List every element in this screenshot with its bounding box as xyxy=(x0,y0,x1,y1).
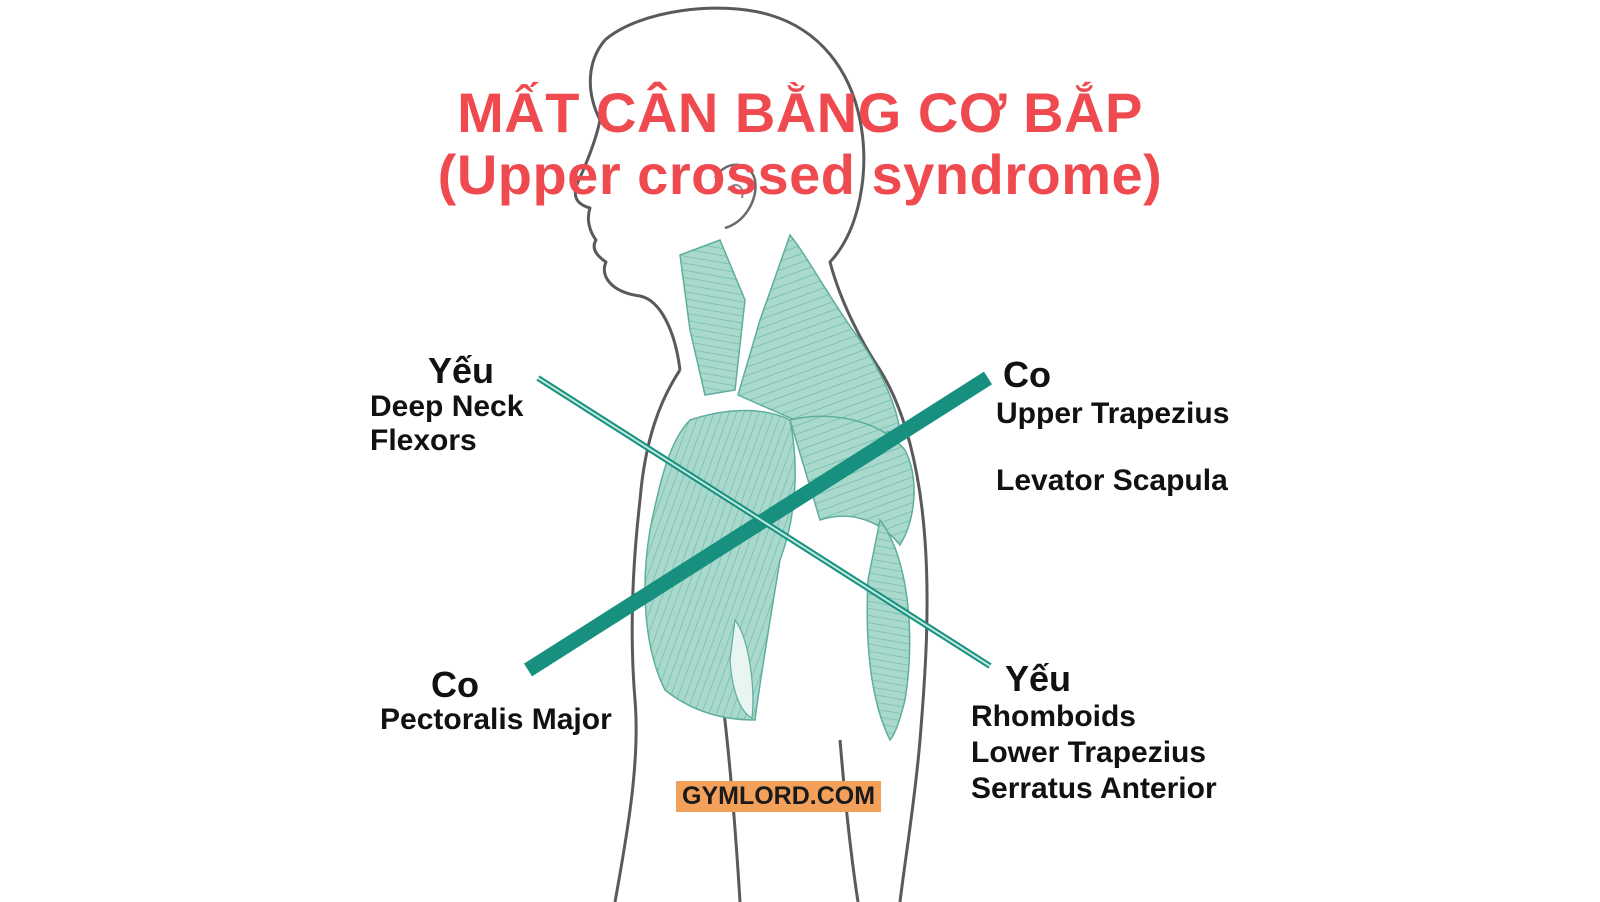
site-watermark: GYMLORD.COM xyxy=(676,781,882,812)
page-subtitle: (Upper crossed syndrome) xyxy=(437,143,1163,206)
weak-lower-heading: Yếu xyxy=(1005,658,1072,699)
tight-lower-item: Pectoralis Major xyxy=(380,703,612,736)
weak-lower-item: Lower Trapezius xyxy=(971,736,1207,769)
tight-upper-heading: Co xyxy=(1003,354,1051,395)
weak-cross-line-inner xyxy=(537,377,991,667)
tight-lower-heading: Co xyxy=(431,664,479,705)
face-outline xyxy=(573,39,682,371)
page-title: MẤT CÂN BẰNG CƠ BẮP xyxy=(457,81,1143,144)
upper-trapezius-muscle xyxy=(737,233,901,441)
neck-muscle-front xyxy=(679,239,746,396)
weak-lower-item: Rhomboids xyxy=(971,700,1136,733)
tight-upper-item: Upper Trapezius xyxy=(996,397,1230,430)
back-arm-outline xyxy=(838,739,860,902)
tight-cross-line xyxy=(523,371,993,677)
weak-upper-item: Flexors xyxy=(370,424,477,457)
tight-upper-item: Levator Scapula xyxy=(996,464,1228,497)
biceps-highlight xyxy=(729,618,754,719)
weak-upper-heading: Yếu xyxy=(428,350,495,391)
serratus-back-muscle xyxy=(866,518,911,742)
ear-inner xyxy=(727,183,744,199)
ear-outline xyxy=(713,163,757,230)
weak-lower-item: Serratus Anterior xyxy=(971,772,1217,805)
weak-upper-item: Deep Neck xyxy=(370,390,524,423)
pectoralis-major-muscle xyxy=(644,409,796,721)
front-torso-outline xyxy=(613,369,682,902)
body-outline xyxy=(604,6,929,902)
